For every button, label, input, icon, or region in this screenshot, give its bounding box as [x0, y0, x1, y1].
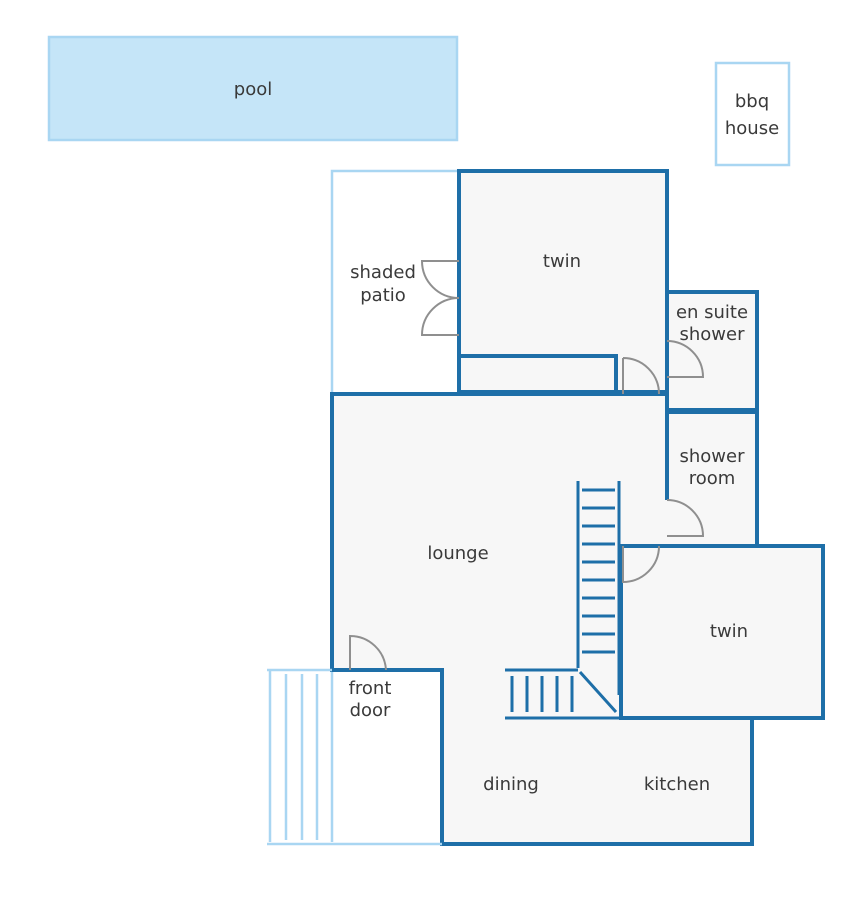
front-deck [267, 668, 442, 846]
main-house-walls [330, 392, 754, 846]
twin-upper-floor [459, 171, 667, 392]
dining-label: dining [483, 774, 539, 795]
shower-room-walls [667, 410, 759, 546]
shower-room-door [666, 499, 705, 537]
shaded-patio-outline [330, 169, 457, 392]
bbq-label-line2: house [725, 118, 779, 139]
ensuite-floor [667, 292, 757, 410]
shower-room-label-line1: shower [680, 446, 746, 467]
patio-label-line1: shaded [350, 262, 416, 283]
twin-lower-floor [621, 546, 823, 718]
twin-upper-label: twin [543, 251, 581, 272]
staircase [505, 481, 621, 720]
twin-lower-walls [619, 544, 825, 720]
twin-lower-door [622, 545, 660, 584]
lounge-label: lounge [427, 543, 488, 564]
front-door-swing [349, 634, 387, 671]
shower-room-label-line2: room [689, 468, 736, 489]
kitchen-label: kitchen [644, 774, 710, 795]
ensuite-label-line1: en suite [676, 302, 748, 323]
shower-room-floor [667, 412, 757, 545]
twin-lower-label: twin [710, 621, 748, 642]
ensuite-label-line2: shower [680, 324, 746, 345]
bbq-label-line1: bbq [735, 91, 769, 112]
bbq-house [714, 61, 791, 167]
pool-label: pool [234, 79, 272, 100]
patio-door-lower [420, 297, 460, 336]
patio-label-line2: patio [360, 285, 406, 306]
pool-area [47, 35, 459, 142]
ensuite-door [622, 340, 705, 395]
front-door-label-line1: front [349, 678, 392, 699]
lounge-floor [332, 394, 752, 844]
front-door-label-line2: door [350, 700, 391, 721]
patio-door-upper [420, 260, 460, 299]
